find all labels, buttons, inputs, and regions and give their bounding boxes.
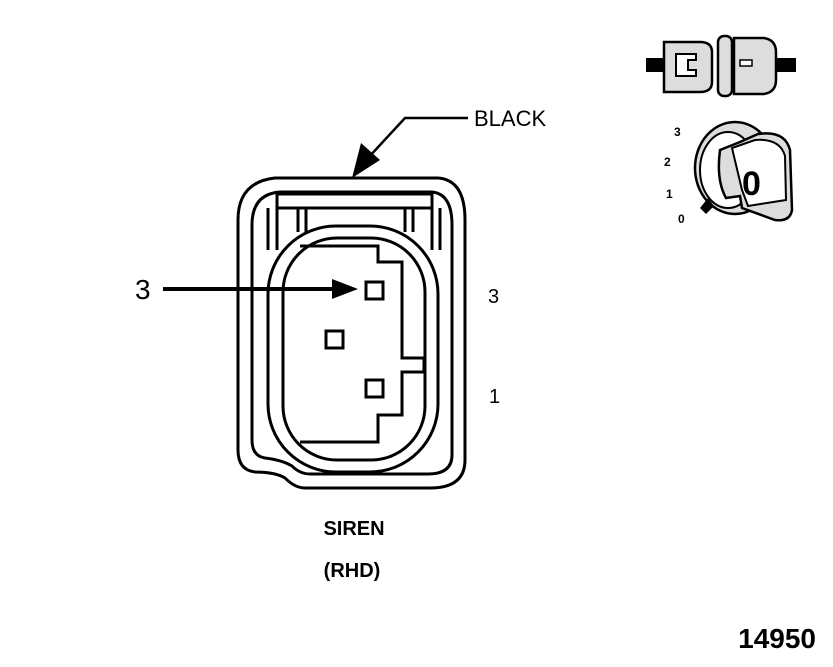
color-leader-line — [367, 116, 468, 159]
connector-inner-shell — [250, 190, 454, 476]
cavity-pin-2 — [324, 329, 345, 350]
pin-callout-arrowhead — [332, 279, 358, 299]
component-name: SIREN — [323, 518, 384, 540]
key-label: 0 — [742, 165, 761, 203]
figure-number: 14950 — [738, 623, 816, 654]
cavity-pin-3 — [364, 280, 385, 301]
pin-callout-label: 3 — [135, 274, 151, 305]
key-position-0: 0 — [678, 212, 685, 226]
pin-bottom-label: 1 — [489, 386, 500, 408]
terminal-insert — [300, 244, 426, 444]
cavity-pin-1 — [364, 378, 385, 399]
color-callout: BLACK — [352, 106, 546, 178]
pin-top-label: 3 — [488, 286, 499, 308]
connector-pocket-inner — [281, 236, 427, 462]
connector-latch-bar — [275, 192, 434, 210]
component-variant: (RHD) — [324, 560, 381, 582]
color-leader-arrowhead — [352, 143, 380, 178]
key-position-2: 2 — [664, 155, 671, 169]
connector-outer-shell — [236, 176, 467, 490]
color-label: BLACK — [474, 106, 546, 131]
pin-callout: 3 — [135, 274, 358, 305]
key-position-1: 1 — [666, 187, 673, 201]
connector-pocket-outer — [266, 224, 440, 474]
ignition-key-icon: 3 2 1 0 0 — [664, 120, 794, 226]
connector-type-icon — [646, 34, 796, 98]
connector-body — [236, 176, 467, 490]
key-position-3: 3 — [674, 125, 681, 139]
